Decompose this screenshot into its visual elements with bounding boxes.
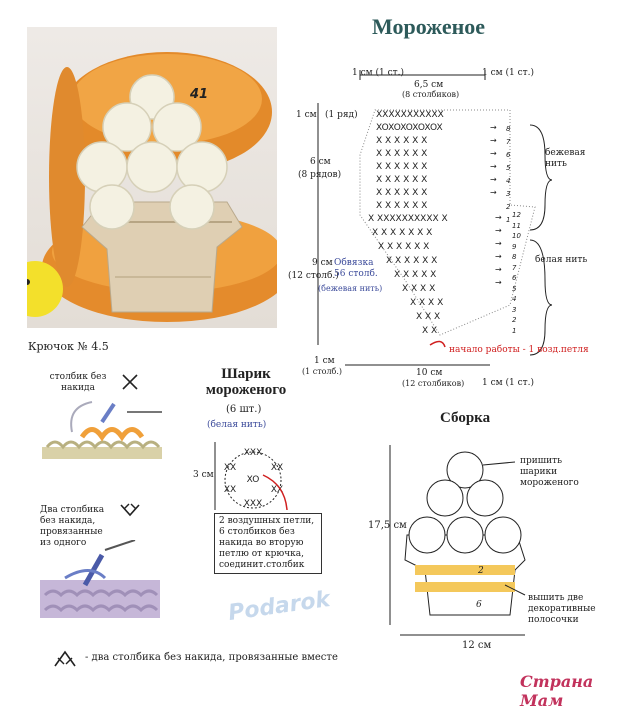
sc2tog-symbol-icon	[54, 650, 76, 667]
svg-text:X X X X X X: X X X X X X	[376, 188, 427, 198]
svg-text:→: →	[490, 175, 497, 184]
ball-color: (белая нить)	[207, 420, 267, 430]
bottom-right-dim: 1 см (1 ст.)	[482, 378, 534, 388]
svg-text:XX: XX	[224, 485, 236, 495]
site-logo: Страна Мам	[520, 672, 594, 710]
sc2-illustration-icon	[40, 540, 160, 618]
svg-text:→: →	[495, 239, 502, 248]
left-9cm: 9 см	[312, 258, 333, 268]
sew-balls-note: пришить шарики мороженого	[520, 456, 579, 488]
assembly-title: Сборка	[440, 410, 491, 426]
svg-text:X X: X X	[422, 326, 437, 336]
bottom-width-dim: 10 см	[416, 368, 443, 378]
svg-text:→: →	[490, 136, 497, 145]
svg-text:XX: XX	[271, 485, 283, 495]
svg-text:X X X X X X X: X X X X X X X	[372, 228, 432, 238]
edge-label: Обвязка 56 столб.	[334, 258, 378, 279]
svg-text:→: →	[495, 265, 502, 274]
svg-text:XX: XX	[224, 463, 236, 473]
svg-text:→: →	[490, 123, 497, 132]
top-left-dim: 1 см (1 ст.)	[352, 68, 404, 78]
svg-text:→: →	[495, 226, 502, 235]
svg-text:X X X X X X: X X X X X X	[376, 201, 427, 211]
ball-title: Шарик мороженого	[205, 366, 287, 398]
assembly-width: 12 см	[462, 640, 492, 651]
svg-text:X XXXXXXXXXX X: X XXXXXXXXXX X	[368, 214, 448, 224]
svg-text:X X X X X: X X X X X	[394, 270, 436, 280]
left-row-label: (1 ряд)	[325, 110, 358, 120]
svg-text:X X X X X X: X X X X X X	[376, 149, 427, 159]
left-8rows: (8 рядов)	[298, 170, 342, 180]
top-right-dim: 1 см (1 ст.)	[482, 68, 534, 78]
svg-text:→: →	[490, 162, 497, 171]
bottom-width-st: (12 столбиков)	[402, 379, 465, 388]
ball-instruction: 2 воздушных петли, 6 столбиков без накид…	[214, 513, 322, 574]
svg-text:→: →	[495, 252, 502, 261]
sc-symbol-icon	[122, 374, 138, 390]
svg-text:XOXOXOXOXOX: XOXOXOXOXOX	[376, 123, 443, 133]
svg-text:XX: XX	[271, 463, 283, 473]
ball-diagram: XXX XX XX XX XX XXX XO	[214, 442, 288, 511]
sc2tog-note: - два столбика без накида, провязанные в…	[85, 652, 338, 663]
ice-cream-photo: 41	[27, 27, 277, 328]
edge-color: (бежевая нить)	[318, 284, 383, 293]
bottom-left-st: (1 столб.)	[302, 367, 343, 376]
left-row-dim: 1 см	[296, 110, 317, 120]
svg-text:X X X X: X X X X	[402, 284, 435, 294]
svg-text:X X X X X X: X X X X X X	[376, 175, 427, 185]
assembly-diagram	[389, 445, 526, 636]
left-6cm: 6 см	[310, 157, 331, 167]
svg-text:XXX: XXX	[244, 499, 263, 509]
bottom-left-dim: 1 см	[314, 356, 335, 366]
svg-text:→: →	[495, 213, 502, 222]
assembly-height: 17,5 см	[368, 520, 407, 531]
svg-text:X X X: X X X	[416, 312, 440, 322]
svg-text:X X X X: X X X X	[410, 298, 443, 308]
white-yarn-label: белая нить	[535, 255, 588, 265]
svg-text:X X X X X X: X X X X X X	[386, 256, 437, 266]
sc2-symbol-icon	[120, 503, 140, 517]
beige-yarn-label: бежевая нить	[545, 148, 586, 169]
left-12st: (12 столб.)	[288, 271, 339, 281]
watermark: Podarok	[226, 586, 332, 627]
svg-text:XXXXXXXXXXX: XXXXXXXXXXX	[376, 110, 444, 120]
assembly-label-6: 6	[476, 600, 482, 610]
hook-size: Крючок № 4.5	[28, 340, 109, 353]
start-label: начало работы - 1 возд.петля	[449, 345, 589, 355]
svg-text:X X X X X X: X X X X X X	[376, 162, 427, 172]
svg-text:XO: XO	[247, 475, 260, 485]
svg-text:→: →	[490, 149, 497, 158]
assembly-label-2: 2	[478, 566, 484, 576]
top-width-dim: 6,5 см	[414, 80, 444, 90]
ball-count: (6 шт.)	[226, 404, 262, 415]
sc-label: столбик без накида	[49, 372, 107, 393]
photo-number: 41	[190, 87, 209, 102]
ball-size: 3 см	[193, 470, 214, 480]
svg-text:X X X X X X: X X X X X X	[376, 136, 427, 146]
top-width-st: (8 столбиков)	[402, 90, 460, 99]
svg-text:→: →	[495, 278, 502, 287]
sc2-label: Два столбика без накида, провязанные из …	[40, 505, 105, 548]
sc-illustration-icon	[42, 401, 162, 459]
cone-schema-diagram: XXXXXXXXXXX XOXOXOXOXOX X X X X X X X X …	[317, 70, 553, 366]
svg-text:X X X X X X: X X X X X X	[378, 242, 429, 252]
svg-text:XXX: XXX	[244, 448, 263, 458]
page-title: Мороженое	[372, 14, 486, 39]
embroider-note: вышить две декоративные полосочки	[528, 593, 596, 625]
svg-text:→: →	[490, 188, 497, 197]
